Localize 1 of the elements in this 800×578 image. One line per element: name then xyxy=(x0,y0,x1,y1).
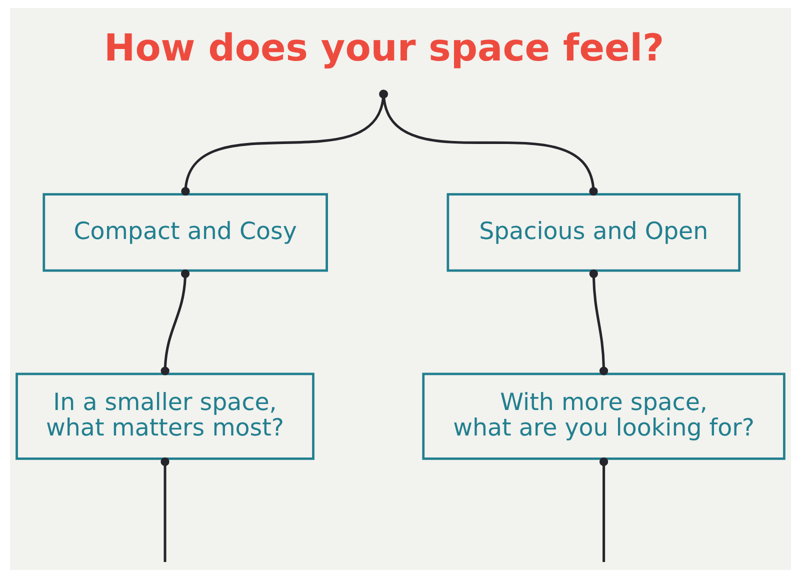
node-text: How does your space feel? xyxy=(104,26,664,70)
